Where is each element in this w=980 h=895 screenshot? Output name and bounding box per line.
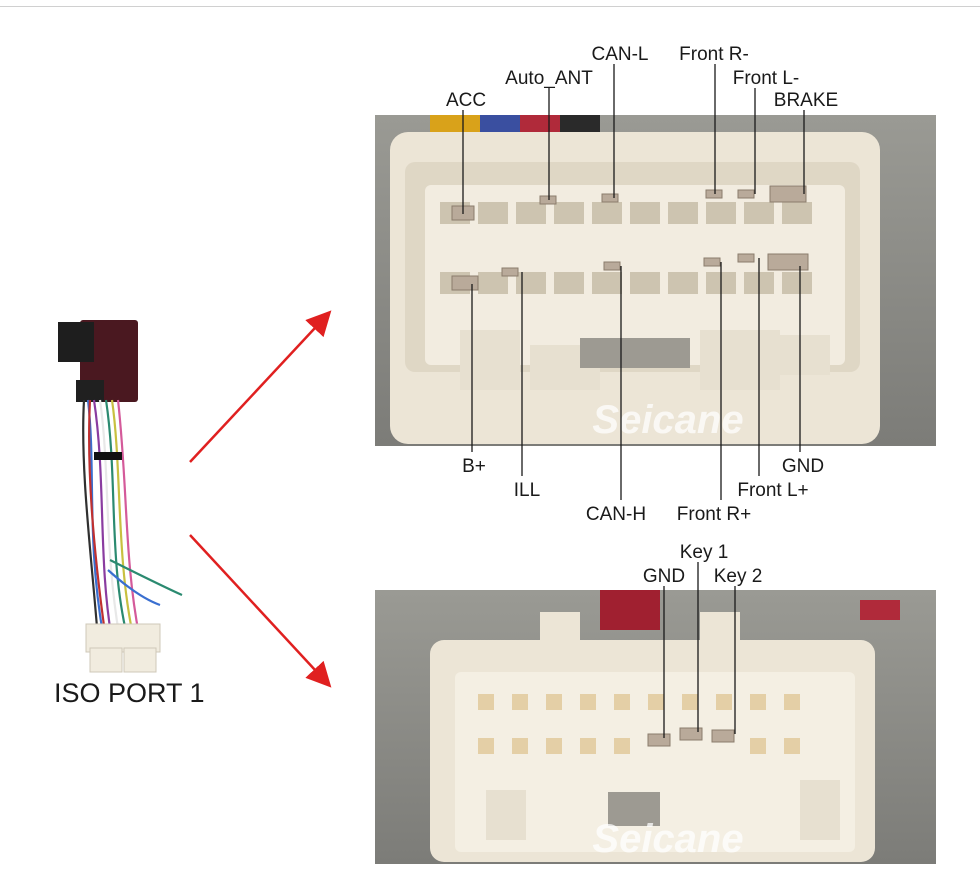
label-key-1: Key 1 [680, 542, 729, 563]
bottom-connector-pins-row1 [478, 694, 800, 710]
arrow-to-bottom-connector [189, 534, 332, 688]
label-front-l-plus: Front L+ [737, 480, 808, 501]
label-brake: BRAKE [774, 90, 838, 111]
top-connector-terminals [451, 185, 809, 291]
top-divider [0, 6, 980, 7]
bottom-connector-terminals [647, 727, 735, 747]
harness-illustration [58, 320, 183, 673]
label-gnd-bottom: GND [643, 566, 685, 587]
label-front-r-plus: Front R+ [677, 504, 751, 525]
label-gnd-top: GND [782, 456, 824, 477]
top-connector-pins-row2 [440, 272, 812, 294]
label-front-l-minus: Front L- [733, 68, 800, 89]
top-connector-pins-row1 [440, 202, 812, 224]
label-can-l: CAN-L [591, 44, 648, 65]
label-front-r-minus: Front R- [679, 44, 749, 65]
watermark-bottom: Seicane [592, 817, 743, 861]
label-acc: ACC [446, 90, 486, 111]
label-b-plus: B+ [462, 456, 486, 477]
label-can-h: CAN-H [586, 504, 646, 525]
label-key-2: Key 2 [714, 566, 763, 587]
arrow-to-top-connector [189, 310, 332, 463]
label-auto-ant: Auto_ANT [505, 68, 593, 89]
watermark-top: Seicane [592, 398, 743, 442]
bottom-connector-pins-row2 [478, 738, 800, 754]
iso-port-label: ISO PORT 1 [54, 678, 205, 708]
label-ill: ILL [514, 480, 540, 501]
bottom-leader-lines [663, 562, 736, 738]
top-leader-lines [462, 64, 805, 500]
